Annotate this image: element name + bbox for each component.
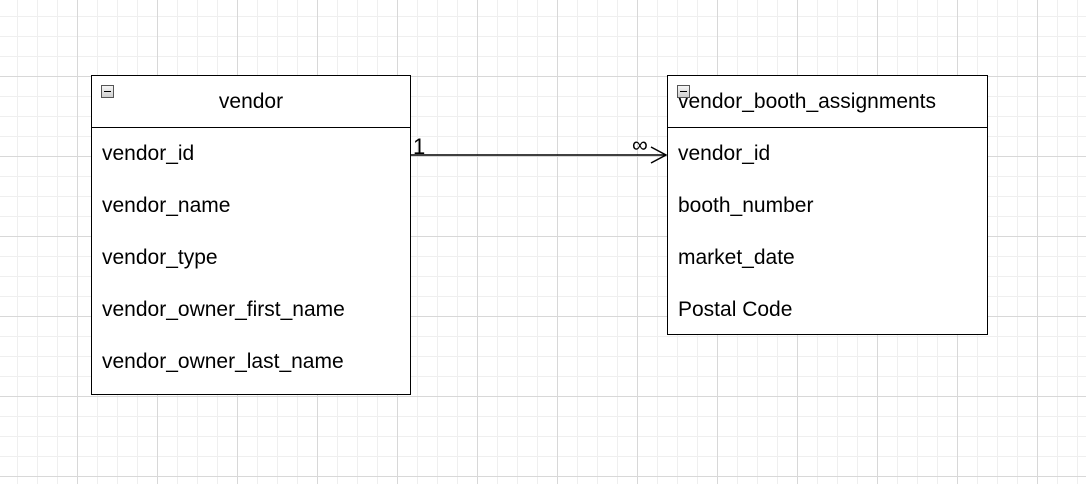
vba-attr-booth-number[interactable]: booth_number: [678, 194, 814, 217]
vendor-booth-assignments-title: vendor_booth_assignments: [678, 89, 937, 113]
collapse-icon[interactable]: [101, 85, 114, 98]
vba-attr-postal-code[interactable]: Postal Code: [678, 298, 793, 321]
vendor-entity[interactable]: vendor vendor_id vendor_name vendor_type…: [91, 75, 411, 395]
vba-attr-market-date[interactable]: market_date: [678, 246, 795, 269]
arrowhead-icon: [650, 146, 668, 164]
collapse-icon[interactable]: [677, 85, 690, 98]
vendor-booth-assignments-entity[interactable]: vendor_booth_assignments vendor_id booth…: [667, 75, 988, 335]
target-multiplicity-label: ∞: [632, 132, 648, 157]
vendor-booth-assignments-header[interactable]: vendor_booth_assignments: [668, 76, 987, 128]
vendor-attr-vendor-name[interactable]: vendor_name: [102, 194, 231, 217]
vendor-attr-owner-first-name[interactable]: vendor_owner_first_name: [102, 298, 345, 321]
vendor-entity-header[interactable]: vendor: [92, 76, 410, 128]
vendor-attr-vendor-id[interactable]: vendor_id: [102, 142, 195, 165]
vba-attr-vendor-id[interactable]: vendor_id: [678, 142, 771, 165]
vendor-attr-owner-last-name[interactable]: vendor_owner_last_name: [102, 350, 344, 373]
vendor-attr-vendor-type[interactable]: vendor_type: [102, 246, 218, 269]
source-multiplicity-label: 1: [413, 134, 426, 159]
vendor-entity-title: vendor: [218, 89, 284, 113]
